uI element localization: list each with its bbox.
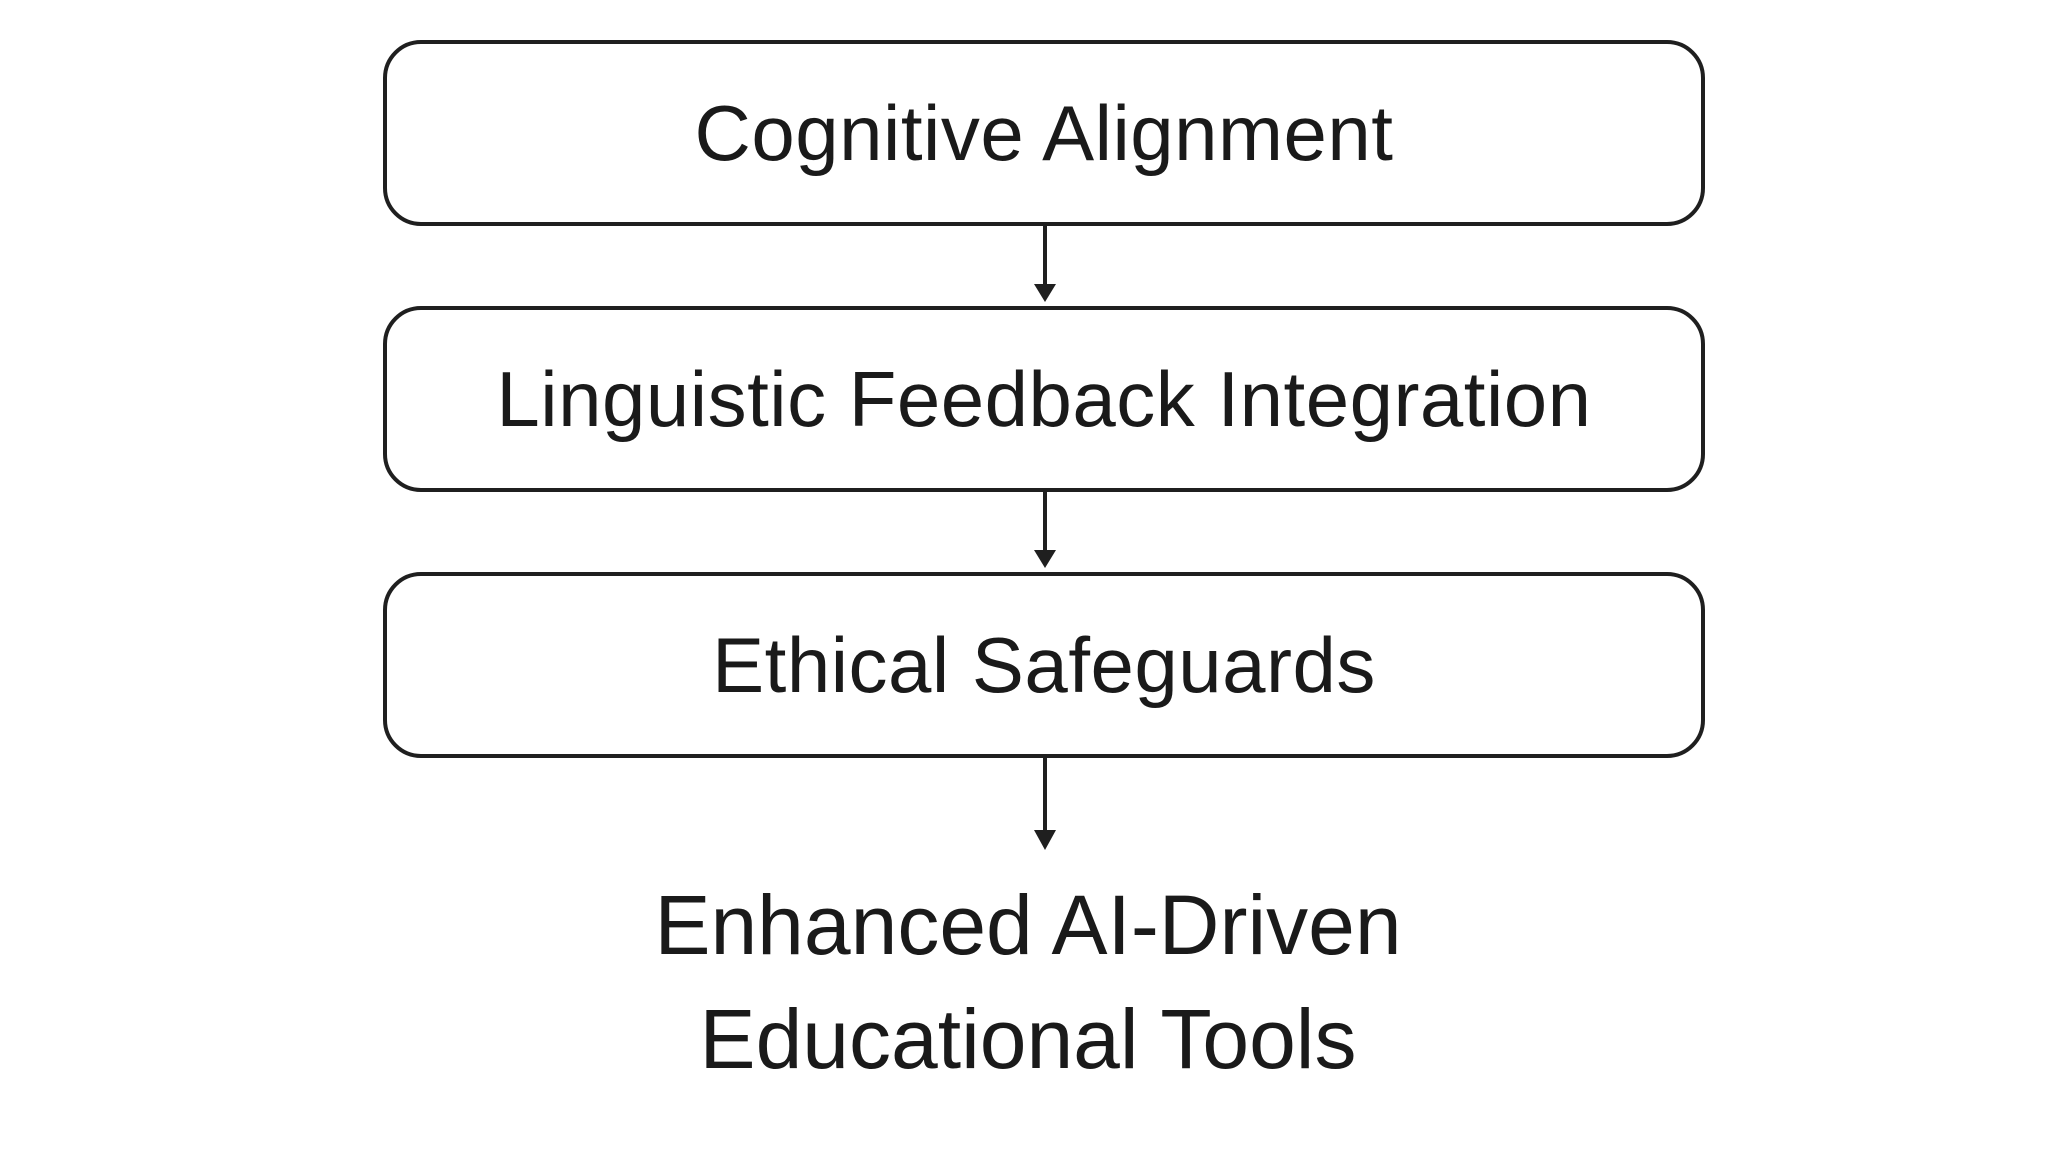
outcome-line-2: Educational Tools	[699, 992, 1357, 1086]
outcome-label: Enhanced AI-Driven Educational Tools	[528, 868, 1528, 1096]
step-label: Ethical Safeguards	[712, 621, 1376, 709]
arrow-head	[1034, 284, 1056, 302]
outcome-line-1: Enhanced AI-Driven	[654, 878, 1402, 972]
step-box-cognitive-alignment: Cognitive Alignment	[383, 40, 1705, 226]
step-box-linguistic-feedback-integration: Linguistic Feedback Integration	[383, 306, 1705, 492]
arrow-head	[1034, 550, 1056, 568]
step-label: Linguistic Feedback Integration	[496, 355, 1592, 443]
step-label: Cognitive Alignment	[694, 89, 1394, 177]
step-box-ethical-safeguards: Ethical Safeguards	[383, 572, 1705, 758]
arrow-head	[1034, 830, 1056, 850]
